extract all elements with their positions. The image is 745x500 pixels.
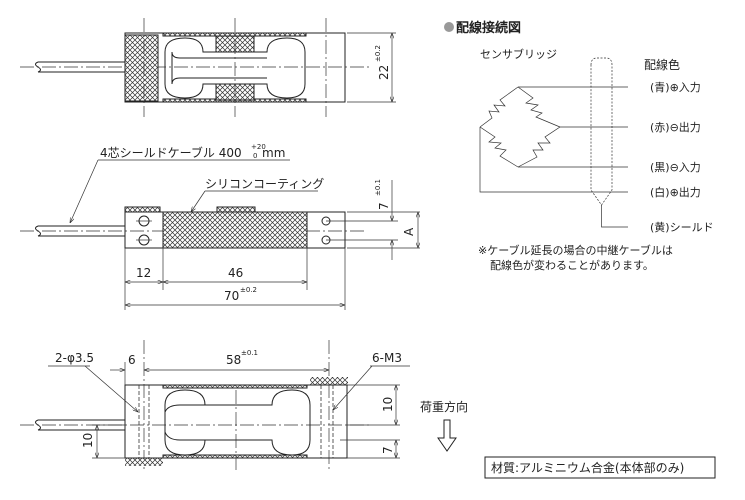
hatched-block (124, 34, 159, 102)
cable-tol-upper: +20 (251, 143, 266, 151)
bridge-label: センサブリッジ (480, 47, 557, 61)
flexure-slot (164, 37, 306, 99)
dim-10-right-label: 10 (381, 397, 395, 412)
material-note: 材質:アルミニウム合金(本体部のみ) (491, 460, 684, 475)
wire-label-red: (赤)⊖出力 (650, 120, 701, 134)
dim-7-label: 7 (377, 202, 391, 210)
mount-holes (136, 215, 331, 246)
flexure-slot (164, 389, 311, 456)
dim-58-tol: ±0.1 (241, 349, 258, 357)
wiring-title: 配線接続図 (456, 20, 521, 36)
tap-label: 6-M3 (372, 351, 402, 365)
cable-label: 4芯シールドケーブル 400 (100, 145, 242, 160)
color-header: 配線色 (644, 57, 680, 72)
side-view: 7 ±0.1 A 12 46 70 ±0.2 4芯シールドケーブル 400 +2… (20, 143, 420, 310)
cable-leader (70, 159, 99, 223)
load-arrow-icon (437, 419, 457, 452)
dim-70-tol: ±0.2 (240, 286, 257, 294)
bullet-icon (444, 22, 454, 32)
shield-outline (590, 57, 613, 206)
holes-label: 2-φ3.5 (55, 351, 94, 365)
dim-22-label: 22 (377, 65, 391, 80)
top-view: 22 ±0.2 (20, 18, 396, 117)
wire-label-black: (黒)⊖入力 (650, 161, 701, 174)
dim-7-right-label: 7 (381, 446, 395, 454)
dim-6-label: 6 (128, 353, 136, 367)
dim-A-label: A (402, 227, 416, 236)
dim-46-label: 46 (228, 266, 243, 280)
bridge-circuit (479, 86, 628, 193)
wiring-diagram: 配線接続図 センサブリッジ 配線色 (青)⊕入力 (赤)⊖出力 (黒)⊖入力 (… (444, 20, 714, 272)
dim-58-label: 58 (226, 353, 241, 367)
wire-label-yellow: (黄)シールド (650, 220, 714, 234)
bottom-view: 6 58 ±0.1 2-φ3.5 6-M3 10 7 10 荷重方向 (20, 340, 468, 470)
wire-label-white: (白)⊕出力 (650, 185, 701, 199)
wire-label-blue: (青)⊕入力 (650, 81, 701, 94)
hidden-holes (138, 385, 334, 458)
cable (38, 225, 125, 237)
dim-10-left-label: 10 (81, 433, 95, 448)
coating-label: シリコンコーティング (205, 177, 324, 191)
fixed-support-hatch (125, 458, 163, 466)
cable (38, 61, 125, 73)
dim-22-tol: ±0.2 (374, 45, 382, 62)
cable-unit: mm (262, 146, 285, 160)
wiring-note-1: ※ケーブル延長の場合の中継ケーブルは (478, 243, 673, 257)
silicone-coating (162, 211, 308, 249)
dim-12-label: 12 (136, 266, 151, 280)
material-note-box (484, 456, 716, 479)
dim-70-label: 70 (224, 289, 239, 303)
load-direction-label: 荷重方向 (420, 399, 468, 414)
cable (38, 419, 125, 431)
cable-tol-lower: 0 (253, 152, 257, 160)
wiring-note-2: 配線色が変わることがあります。 (490, 258, 654, 272)
load-support-hatch (310, 377, 348, 385)
dim-7-tol: ±0.1 (374, 179, 382, 196)
